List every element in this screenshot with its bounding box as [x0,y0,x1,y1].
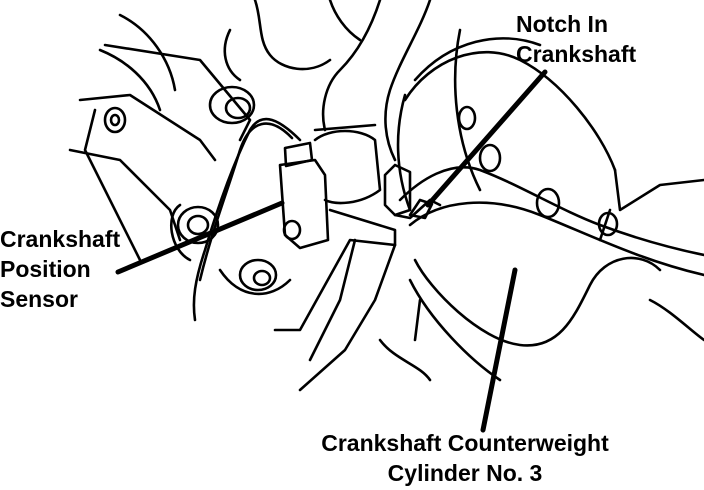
sensor-label-line-1: Crankshaft [0,226,121,252]
notch-label-line-2: Crankshaft [516,41,637,67]
bracket-drawing [273,163,442,392]
counterweight-label-line-2: Cylinder No. 3 [387,460,543,486]
sensor-label-line-3: Sensor [0,286,78,312]
sensor-drawing [192,117,382,322]
notch-label: Notch In Crankshaft [516,9,666,69]
notch-label-line-1: Notch In [516,11,608,37]
leader-lines [115,69,548,433]
crankshaft-drawing [378,28,704,382]
sensor-leader-line [115,200,285,275]
sensor-label: Crankshaft Position Sensor [0,224,120,314]
counterweight-leader-line [480,267,518,433]
notch-leader-line [425,69,548,208]
engine-block-drawing [68,0,432,296]
sensor-label-line-2: Position [0,256,91,282]
counterweight-label-line-1: Crankshaft Counterweight [321,430,609,456]
counterweight-label: Crankshaft Counterweight Cylinder No. 3 [260,428,670,488]
